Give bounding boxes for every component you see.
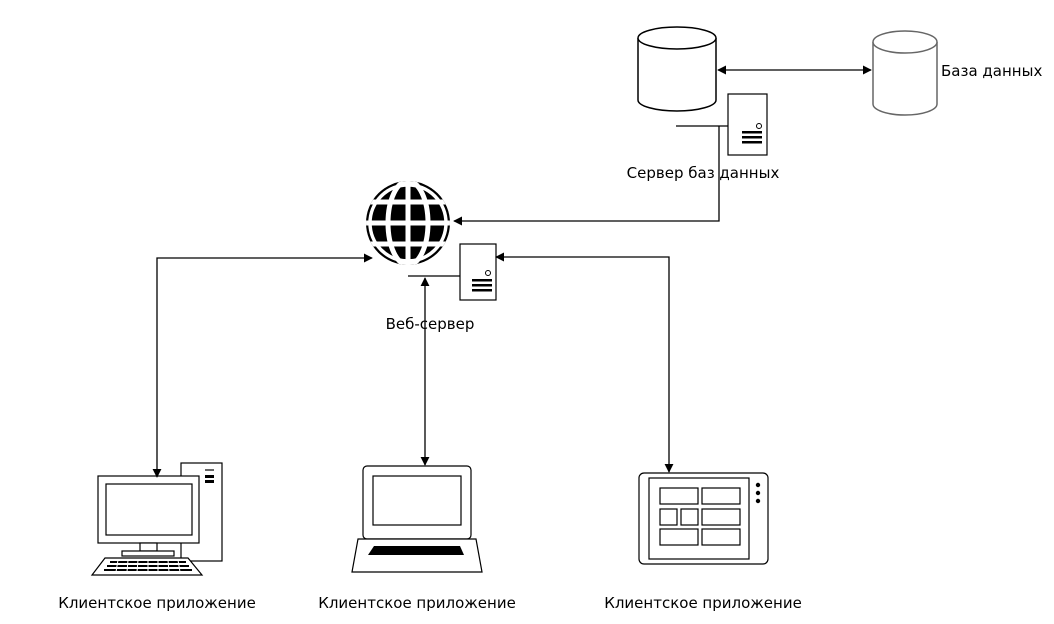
web-server-label: Веб-сервер: [385, 315, 475, 333]
desktop-computer-icon: [90, 462, 223, 576]
client-desktop-label: Клиентское приложение: [58, 594, 256, 612]
database-label: База данных: [941, 62, 1043, 80]
connector-web-tablet: [495, 252, 674, 473]
db-server-storage-icon: [637, 26, 717, 112]
connector-web-desktop: [152, 253, 373, 478]
database-icon: [872, 30, 938, 116]
globe-icon: [366, 181, 450, 265]
db-server-label: Сервер баз данных: [626, 164, 780, 182]
web-server-tower-icon: [408, 243, 497, 301]
client-laptop-label: Клиентское приложение: [318, 594, 516, 612]
tablet-icon: [638, 472, 769, 565]
db-server-tower-icon: [676, 93, 768, 156]
connector-web-db-server: [453, 126, 720, 226]
laptop-icon: [351, 465, 483, 573]
client-tablet-label: Клиентское приложение: [604, 594, 802, 612]
